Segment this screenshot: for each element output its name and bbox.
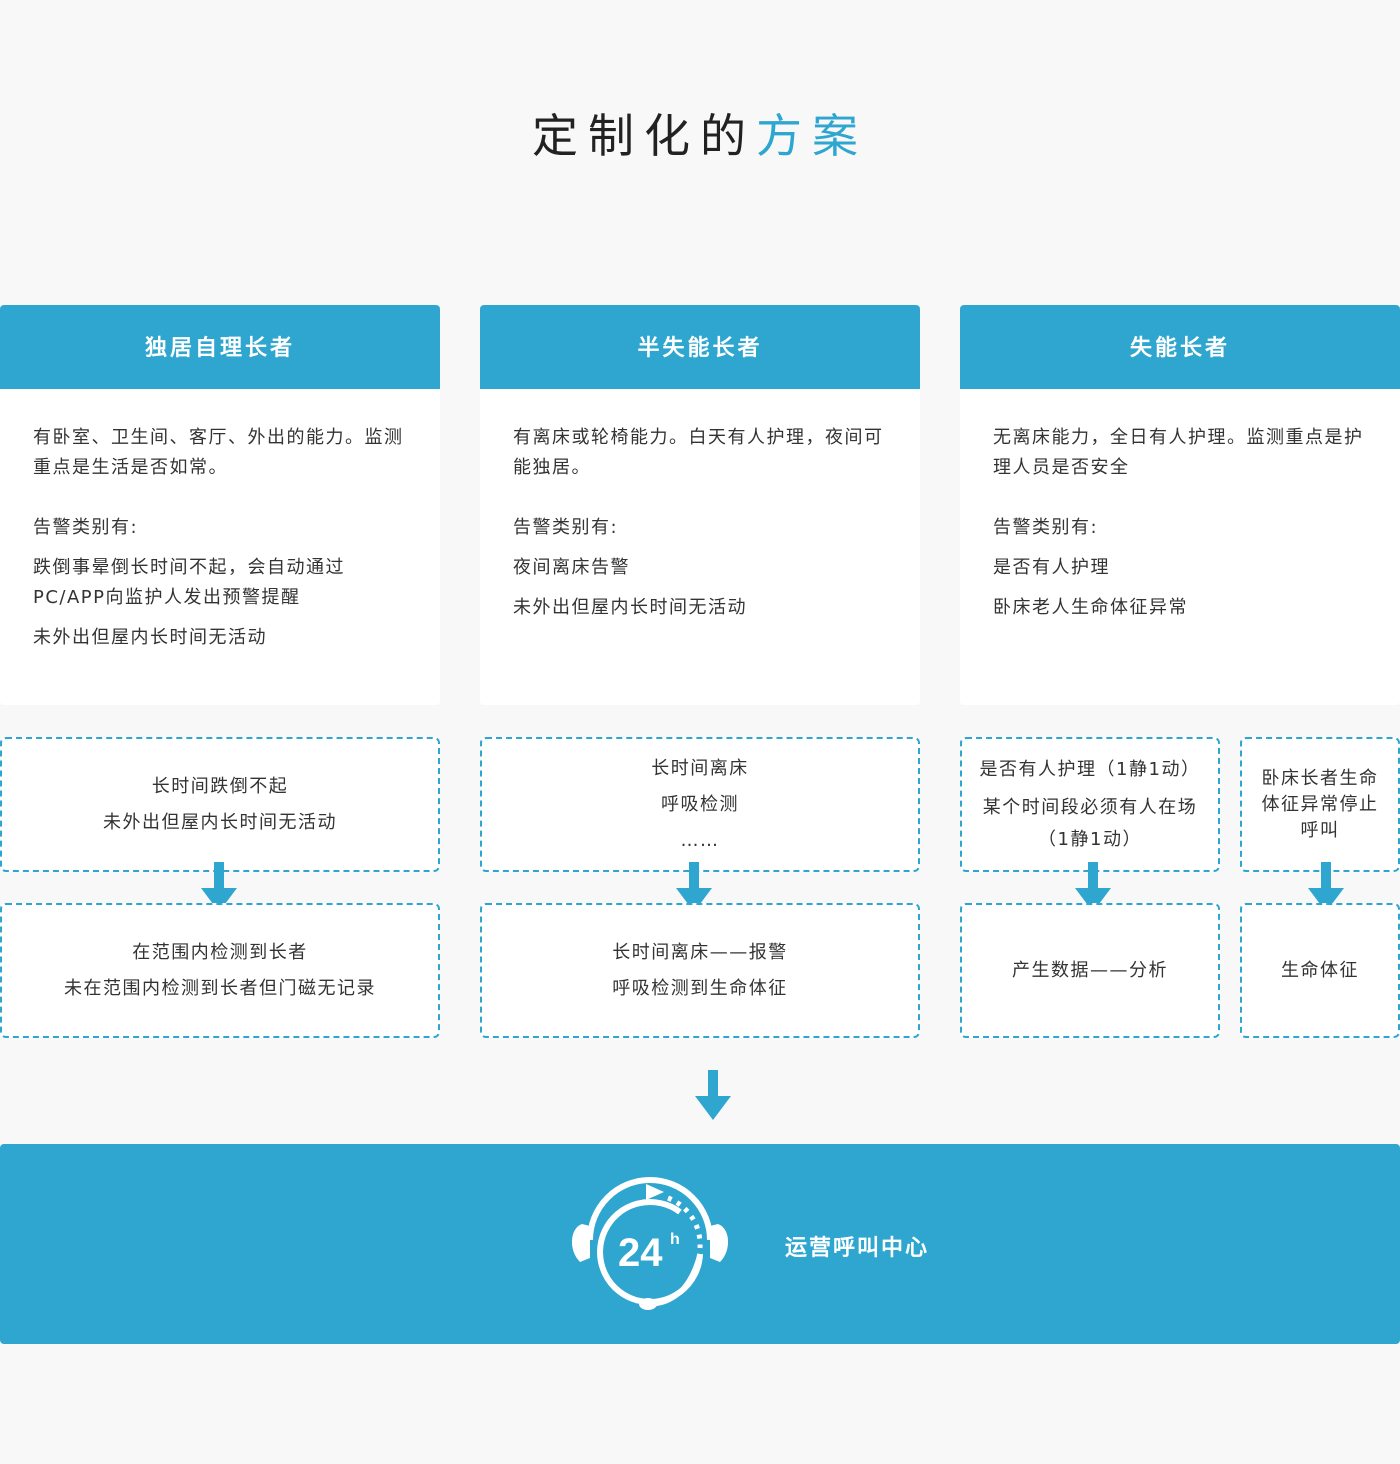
arrow-down-icon bbox=[201, 862, 237, 912]
flow-text: 是否有人护理（1静1动） bbox=[979, 758, 1201, 780]
card-description: 有卧室、卫生间、客厅、外出的能力。监测重点是生活是否如常。 bbox=[33, 427, 404, 478]
flow-text: 体征异常停止 bbox=[1261, 793, 1379, 815]
flow-text: 呼吸检测到生命体征 bbox=[612, 977, 788, 999]
flow-text: 生命体征 bbox=[1281, 959, 1359, 981]
card-header: 失能长者 bbox=[960, 305, 1400, 389]
alarm-item: 卧床老人生命体征异常 bbox=[993, 597, 1188, 618]
flow-text: 长时间离床——报警 bbox=[612, 941, 788, 963]
arrow-down-icon bbox=[695, 1070, 731, 1120]
flow-box-bottom-2: 长时间离床——报警 呼吸检测到生命体征 bbox=[480, 903, 920, 1038]
card-header: 独居自理长者 bbox=[0, 305, 440, 389]
flow-box-bottom-3: 产生数据——分析 bbox=[960, 903, 1220, 1038]
card-header: 半失能长者 bbox=[480, 305, 920, 389]
alarm-item: 跌倒事晕倒长时间不起，会自动通过PC/APP向监护人发出预警提醒 bbox=[33, 557, 345, 608]
flow-text: 某个时间段必须有人在场 bbox=[982, 796, 1198, 818]
flow-box-top-1: 长时间跌倒不起 未外出但屋内长时间无活动 bbox=[0, 737, 440, 872]
alarm-item: 是否有人护理 bbox=[993, 557, 1110, 578]
flow-text: 长时间跌倒不起 bbox=[151, 775, 289, 797]
flow-text: 未在范围内检测到长者但门磁无记录 bbox=[64, 977, 376, 999]
arrow-down-icon bbox=[1308, 862, 1344, 912]
card-description: 有离床或轮椅能力。白天有人护理，夜间可能独居。 bbox=[513, 427, 884, 478]
alarm-item: 未外出但屋内长时间无活动 bbox=[513, 597, 747, 618]
title-accent: 方案 bbox=[756, 109, 868, 163]
flow-text: 呼吸检测 bbox=[661, 793, 739, 815]
alarm-item: 夜间离床告警 bbox=[513, 557, 630, 578]
arrow-down-icon bbox=[676, 862, 712, 912]
icon-24-text: 24 bbox=[618, 1231, 663, 1275]
call-center-label: 运营呼叫中心 bbox=[785, 1236, 930, 1261]
card-disabled-elder: 失能长者 无离床能力，全日有人护理。监测重点是护理人员是否安全 告警类别有: 是… bbox=[960, 305, 1400, 705]
flow-box-top-3: 是否有人护理（1静1动） 某个时间段必须有人在场 （1静1动） bbox=[960, 737, 1220, 872]
flow-box-top-2: 长时间离床 呼吸检测 …… bbox=[480, 737, 920, 872]
flow-text: 产生数据——分析 bbox=[1012, 959, 1168, 981]
flow-text: 未外出但屋内长时间无活动 bbox=[103, 811, 337, 833]
call-center-banner: 24 h 运营呼叫中心 bbox=[0, 1144, 1400, 1344]
flow-text: 卧床长者生命 bbox=[1261, 767, 1379, 789]
flow-box-bottom-4: 生命体征 bbox=[1240, 903, 1400, 1038]
flow-text: 长时间离床 bbox=[651, 757, 749, 779]
title-main: 定制化的 bbox=[532, 109, 756, 163]
page-title: 定制化的方案 bbox=[0, 100, 1400, 166]
alarm-title: 告警类别有: bbox=[513, 517, 619, 538]
flow-text: 在范围内检测到长者 bbox=[132, 941, 308, 963]
flow-box-bottom-1: 在范围内检测到长者 未在范围内检测到长者但门磁无记录 bbox=[0, 903, 440, 1038]
arrow-down-icon bbox=[1075, 862, 1111, 912]
card-independent-elder: 独居自理长者 有卧室、卫生间、客厅、外出的能力。监测重点是生活是否如常。 告警类… bbox=[0, 305, 440, 705]
alarm-item: 未外出但屋内长时间无活动 bbox=[33, 627, 267, 648]
card-description: 无离床能力，全日有人护理。监测重点是护理人员是否安全 bbox=[993, 427, 1364, 478]
flow-text: （1静1动） bbox=[1038, 828, 1142, 850]
flow-text: …… bbox=[680, 829, 720, 851]
icon-h-text: h bbox=[670, 1231, 680, 1248]
flow-text: 呼叫 bbox=[1300, 819, 1340, 841]
alarm-title: 告警类别有: bbox=[33, 517, 139, 538]
alarm-title: 告警类别有: bbox=[993, 517, 1099, 538]
flow-box-top-4: 卧床长者生命 体征异常停止 呼叫 bbox=[1240, 737, 1400, 872]
card-semi-disabled-elder: 半失能长者 有离床或轮椅能力。白天有人护理，夜间可能独居。 告警类别有: 夜间离… bbox=[480, 305, 920, 705]
headset-24h-icon: 24 h bbox=[571, 1177, 729, 1310]
